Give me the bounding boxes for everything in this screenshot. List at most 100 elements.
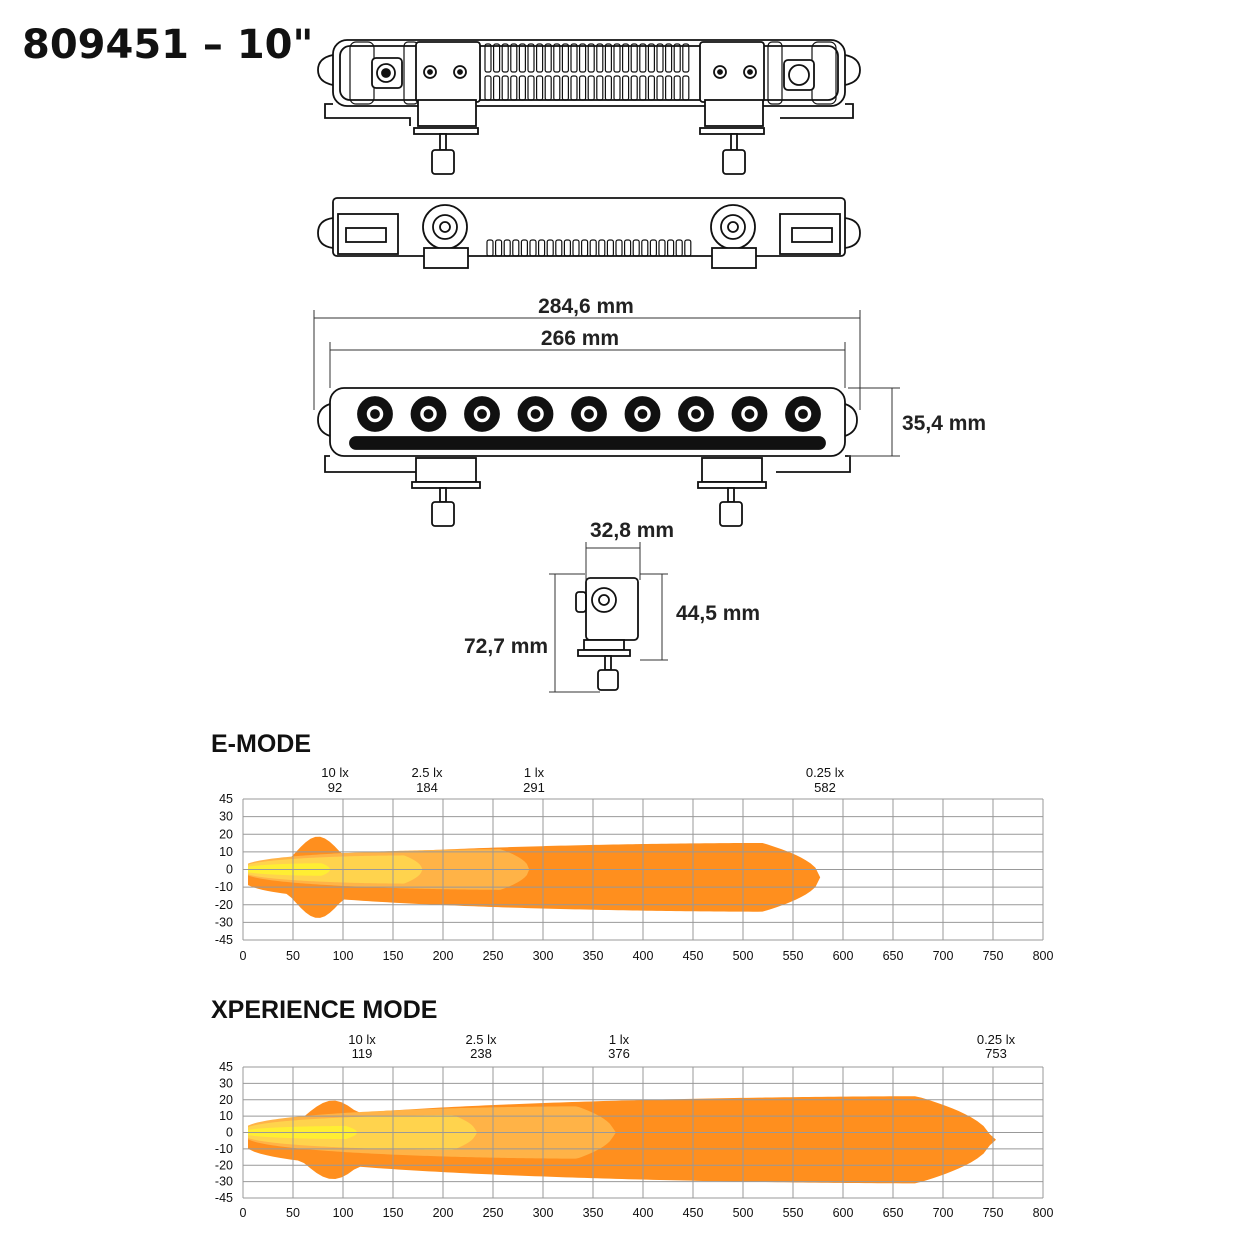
x-tick-label: 800 bbox=[1033, 1206, 1054, 1220]
y-tick-label: -30 bbox=[215, 1175, 233, 1189]
lux-level-label: 10 lx bbox=[321, 765, 349, 780]
x-tick-label: 250 bbox=[483, 949, 504, 963]
lux-level-label: 1 lx bbox=[524, 765, 545, 780]
heatsink-fin bbox=[510, 75, 518, 101]
heatsink-fin bbox=[484, 75, 492, 101]
x-tick-label: 750 bbox=[983, 949, 1004, 963]
heatsink-fin bbox=[621, 43, 630, 73]
rear-view-drawing bbox=[317, 197, 861, 269]
side-depth-label: 32,8 mm bbox=[590, 519, 674, 542]
heatsink-fin bbox=[563, 239, 572, 257]
led-core bbox=[798, 409, 808, 419]
product-title: 809451 – 10" bbox=[22, 22, 314, 68]
x-tick-label: 0 bbox=[240, 1206, 247, 1220]
x-tick-label: 550 bbox=[783, 1206, 804, 1220]
y-tick-label: -20 bbox=[215, 898, 233, 912]
x-tick-label: 500 bbox=[733, 1206, 754, 1220]
heatsink-fin bbox=[520, 239, 529, 257]
heatsink-fin bbox=[639, 75, 647, 101]
heatsink-fin bbox=[641, 239, 649, 257]
y-tick-label: 0 bbox=[226, 863, 233, 877]
top-view-drawing bbox=[317, 39, 861, 175]
led-core bbox=[637, 409, 648, 419]
heatsink-fin bbox=[510, 43, 518, 73]
lux-range-label: 582 bbox=[814, 780, 836, 795]
heatsink-fin bbox=[553, 75, 561, 101]
heatsink-fin bbox=[656, 75, 664, 101]
heatsink-fin bbox=[512, 239, 520, 257]
x-tick-label: 550 bbox=[783, 949, 804, 963]
y-tick-label: 30 bbox=[219, 1076, 233, 1090]
heatsink-fin bbox=[555, 239, 563, 257]
y-tick-label: 45 bbox=[219, 1060, 233, 1074]
x-tick-label: 500 bbox=[733, 949, 754, 963]
x-tick-label: 600 bbox=[833, 949, 854, 963]
heatsink-fin bbox=[673, 43, 681, 73]
lux-range-label: 184 bbox=[416, 780, 438, 795]
heatsink-fin bbox=[682, 75, 690, 101]
heatsink-fin bbox=[630, 43, 638, 73]
lux-level-label: 10 lx bbox=[348, 1032, 376, 1047]
heatsink-fin bbox=[589, 239, 597, 257]
y-tick-label: 45 bbox=[219, 792, 233, 806]
x-tick-label: 350 bbox=[583, 949, 604, 963]
x-tick-label: 800 bbox=[1033, 949, 1054, 963]
x-tick-label: 50 bbox=[286, 1206, 300, 1220]
heatsink-fin bbox=[613, 43, 621, 73]
heatsink-fin bbox=[486, 239, 494, 257]
total-height-label: 72,7 mm bbox=[464, 635, 548, 658]
heatsink-fin bbox=[529, 239, 537, 257]
lux-range-label: 238 bbox=[470, 1046, 492, 1061]
y-tick-label: 10 bbox=[219, 845, 233, 859]
front-view-drawing bbox=[317, 387, 858, 527]
heatsink-fin bbox=[493, 43, 501, 73]
heatsink-fin bbox=[570, 75, 578, 101]
led-core bbox=[423, 409, 434, 419]
x-tick-label: 350 bbox=[583, 1206, 604, 1220]
heatsink-fin bbox=[675, 239, 683, 257]
x-tick-label: 150 bbox=[383, 1206, 404, 1220]
heatsink-fin bbox=[544, 43, 552, 73]
body-width-label: 266 mm bbox=[541, 327, 619, 350]
heatsink-fin bbox=[632, 239, 640, 257]
heatsink-fin bbox=[666, 239, 675, 257]
x-tick-label: 250 bbox=[483, 1206, 504, 1220]
heatsink-fin bbox=[664, 43, 673, 73]
heatsink-fin bbox=[537, 239, 546, 257]
heatsink-fin bbox=[503, 239, 511, 257]
heatsink-fin bbox=[501, 75, 509, 101]
chart-title: E-MODE bbox=[211, 730, 311, 758]
led-core bbox=[691, 409, 701, 419]
lux-level-label: 0.25 lx bbox=[806, 765, 845, 780]
heatsink-fin bbox=[596, 75, 604, 101]
led-core bbox=[744, 409, 755, 419]
heatsink-fin bbox=[682, 43, 690, 73]
heatsink-fin bbox=[606, 239, 615, 257]
heatsink-fin bbox=[578, 43, 587, 73]
side-view-drawing bbox=[575, 577, 639, 691]
lux-level-label: 0.25 lx bbox=[977, 1032, 1016, 1047]
heatsink-fin bbox=[553, 43, 561, 73]
y-tick-label: -45 bbox=[215, 1191, 233, 1205]
lux-level-label: 2.5 lx bbox=[465, 1032, 497, 1047]
heatsink-fin bbox=[572, 239, 580, 257]
heatsink-fin bbox=[604, 75, 613, 101]
x-tick-label: 750 bbox=[983, 1206, 1004, 1220]
y-tick-label: 30 bbox=[219, 810, 233, 824]
side-height-label: 44,5 mm bbox=[676, 602, 760, 625]
chart-title: XPERIENCE MODE bbox=[211, 996, 437, 1024]
lux-range-label: 376 bbox=[608, 1046, 630, 1061]
heatsink-fin bbox=[598, 239, 606, 257]
y-tick-label: -20 bbox=[215, 1158, 233, 1172]
heatsink-fin bbox=[544, 75, 552, 101]
x-tick-label: 0 bbox=[240, 949, 247, 963]
heatsink-fin bbox=[658, 239, 666, 257]
heatsink-fin bbox=[621, 75, 630, 101]
heatsink-fin bbox=[684, 239, 692, 257]
x-tick-label: 100 bbox=[333, 1206, 354, 1220]
x-tick-label: 450 bbox=[683, 949, 704, 963]
heatsink-fin bbox=[495, 239, 503, 257]
heatsink-fin bbox=[561, 43, 570, 73]
